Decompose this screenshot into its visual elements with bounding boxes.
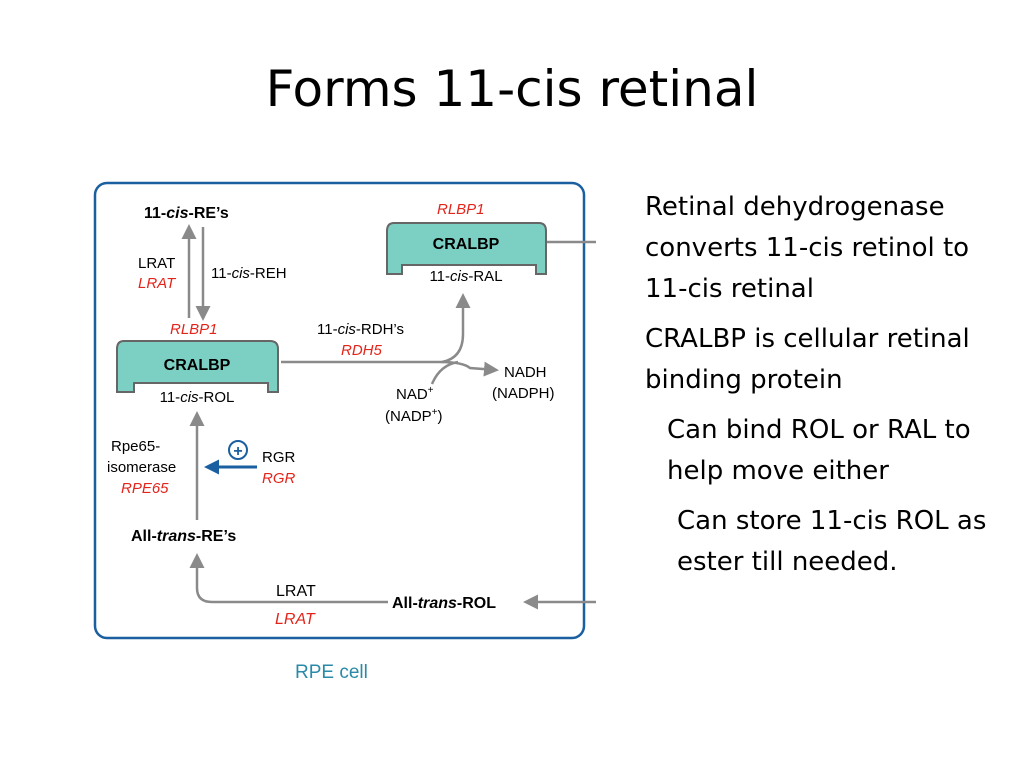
rgr-gene-label: RGR — [262, 470, 296, 487]
bullet-cralbp: CRALBP is cellular retinal binding prote… — [645, 324, 970, 395]
nad-label: NAD+ — [396, 385, 434, 403]
nad-curve — [430, 360, 459, 385]
plus-icon — [228, 440, 248, 460]
rdh-branch-up-arrow — [441, 293, 471, 364]
rgr-label: RGR — [262, 449, 296, 466]
cralbp-right-box — [386, 222, 547, 275]
reh-label: 11-cis-REH — [211, 265, 287, 282]
rpe-cell-label: RPE cell — [295, 662, 368, 683]
bullet-retinal-dehydrogenase: Retinal dehydrogenase converts 11-cis re… — [645, 192, 970, 304]
bullet-list: Retinal dehydrogenase converts 11-cis re… — [645, 187, 1015, 592]
lrat-label-2: LRAT — [276, 583, 316, 600]
lrat-gene-label-1: LRAT — [138, 275, 177, 292]
rdh5-label: RDH5 — [341, 342, 382, 359]
lrat-label-1: LRAT — [138, 255, 175, 272]
cralbp-left-label: CRALBP — [164, 357, 231, 374]
rol-label: 11-cis-ROL — [160, 389, 235, 406]
nadph-label: (NADPH) — [492, 385, 555, 402]
bullet-bind-rol-ral: Can bind ROL or RAL to help move either — [667, 415, 971, 486]
lrat-gene-label-2: LRAT — [275, 611, 316, 628]
lrat-bottom-arrow — [189, 553, 388, 604]
cralbp-right-label: CRALBP — [433, 236, 500, 253]
cralbp-left-box — [116, 340, 279, 393]
cell-border — [93, 181, 586, 640]
label-all-trans-res: All-trans-RE’s — [131, 528, 236, 545]
rdh-label: 11-cis-RDH’s — [317, 321, 404, 338]
label-all-trans-rol: All-trans-ROL — [392, 595, 496, 612]
plus-sign: + — [233, 443, 242, 460]
nadh-label: NADH — [504, 364, 547, 381]
ral-label: 11-cis-RAL — [429, 268, 502, 285]
rpe65-label-1: Rpe65- — [111, 438, 160, 455]
label-11-cis-res: 11-cis-RE’s — [144, 205, 229, 222]
rlbp1-right-label: RLBP1 — [437, 201, 485, 218]
bullet-store-rol: Can store 11-cis ROL as ester till neede… — [677, 506, 987, 577]
rdh-arrow — [281, 360, 499, 377]
rpe65-label-2: isomerase — [107, 459, 176, 476]
rpe65-gene-label: RPE65 — [121, 480, 169, 497]
slide-title: Forms 11-cis retinal — [265, 60, 759, 118]
rlbp1-left-label: RLBP1 — [170, 321, 218, 338]
nadp-label: (NADP+) — [385, 407, 443, 425]
